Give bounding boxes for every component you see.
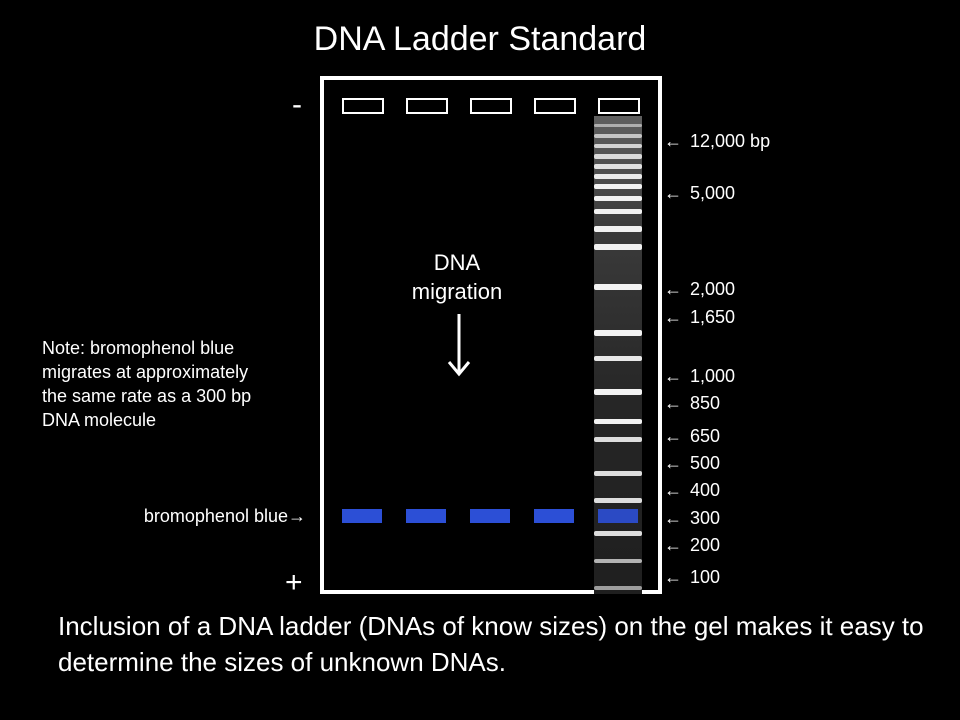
left-arrow-icon: ← — [664, 393, 682, 413]
ladder-band — [594, 124, 642, 127]
well-2 — [406, 98, 448, 114]
size-marker: ← 650 — [664, 425, 720, 447]
size-marker-label: 2,000 — [690, 279, 736, 299]
migration-label: DNA migration — [372, 248, 542, 306]
well-4 — [534, 98, 576, 114]
migration-label-line2: migration — [411, 279, 503, 304]
ladder-band — [594, 559, 642, 563]
ladder-band — [594, 134, 642, 138]
size-marker-label: 1,000 — [690, 366, 736, 386]
well-3 — [470, 98, 512, 114]
size-marker-label: 300 — [690, 508, 721, 528]
size-marker: ← 5,000 — [664, 182, 735, 204]
dye-label: bromophenol blue→ — [40, 504, 306, 528]
ladder-band — [594, 174, 642, 179]
left-arrow-icon: ← — [664, 183, 682, 203]
ladder-band — [594, 144, 642, 148]
size-marker-label: 100 — [690, 567, 721, 587]
page-title: DNA Ladder Standard — [313, 20, 647, 58]
dye-band-3 — [470, 509, 510, 523]
size-marker: ← 300 — [664, 507, 720, 529]
left-arrow-icon: ← — [664, 508, 682, 528]
size-marker-label: 650 — [690, 426, 721, 446]
size-marker-label: 500 — [690, 453, 721, 473]
negative-electrode-label: - — [292, 88, 302, 121]
size-marker-label: 850 — [690, 393, 721, 413]
left-arrow-icon: ← — [664, 535, 682, 555]
ladder-band — [594, 330, 642, 336]
migration-label-line1: DNA — [433, 250, 481, 275]
size-marker: ← 2,000 — [664, 278, 735, 300]
size-marker-label: 1,650 — [690, 307, 736, 327]
left-arrow-icon: ← — [664, 453, 682, 473]
note-text: Note: bromophenol blue migrates at appro… — [42, 338, 252, 430]
left-arrow-icon: ← — [664, 307, 682, 327]
positive-electrode-label: + — [285, 566, 303, 599]
dye-band-1 — [342, 509, 382, 523]
left-arrow-icon: ← — [664, 567, 682, 587]
ladder-band — [594, 498, 642, 503]
ladder-band — [594, 196, 642, 201]
dye-label-text: bromophenol blue — [143, 506, 288, 526]
size-marker-label: 5,000 — [690, 183, 736, 203]
dye-band-2 — [406, 509, 446, 523]
gel-frame — [320, 76, 662, 594]
left-arrow-icon: ← — [664, 366, 682, 386]
size-marker: ← 200 — [664, 534, 720, 556]
ladder-band — [594, 419, 642, 424]
ladder-band — [594, 356, 642, 361]
ladder-band — [594, 244, 642, 250]
right-arrow-icon: → — [288, 506, 306, 526]
size-marker-label: 12,000 bp — [690, 131, 771, 151]
size-marker: ← 850 — [664, 392, 720, 414]
size-marker: ← 100 — [664, 566, 720, 588]
well-5 — [598, 98, 640, 114]
size-marker: ← 12,000 bp — [664, 130, 770, 152]
ladder-band — [594, 164, 642, 169]
left-arrow-icon: ← — [664, 480, 682, 500]
size-marker: ← 400 — [664, 479, 720, 501]
left-arrow-icon: ← — [664, 426, 682, 446]
size-marker: ← 1,000 — [664, 365, 735, 387]
ladder-band — [594, 586, 642, 590]
ladder-band — [594, 437, 642, 442]
left-arrow-icon: ← — [664, 279, 682, 299]
size-marker-label: 400 — [690, 480, 721, 500]
left-arrow-icon: ← — [664, 131, 682, 151]
well-1 — [342, 98, 384, 114]
ladder-band — [594, 209, 642, 214]
size-marker-label: 200 — [690, 535, 721, 555]
ladder-band — [594, 531, 642, 536]
size-marker: ← 1,650 — [664, 306, 735, 328]
size-marker: ← 500 — [664, 452, 720, 474]
ladder-band — [594, 184, 642, 189]
ladder-band — [594, 471, 642, 476]
caption: Inclusion of a DNA ladder (DNAs of know … — [58, 611, 924, 677]
down-arrow-icon — [447, 314, 471, 377]
ladder-band — [594, 389, 642, 395]
ladder-band — [594, 284, 642, 290]
dye-band-4 — [534, 509, 574, 523]
ladder-band — [594, 154, 642, 159]
dye-band-5 — [598, 509, 638, 523]
ladder-band — [594, 226, 642, 232]
